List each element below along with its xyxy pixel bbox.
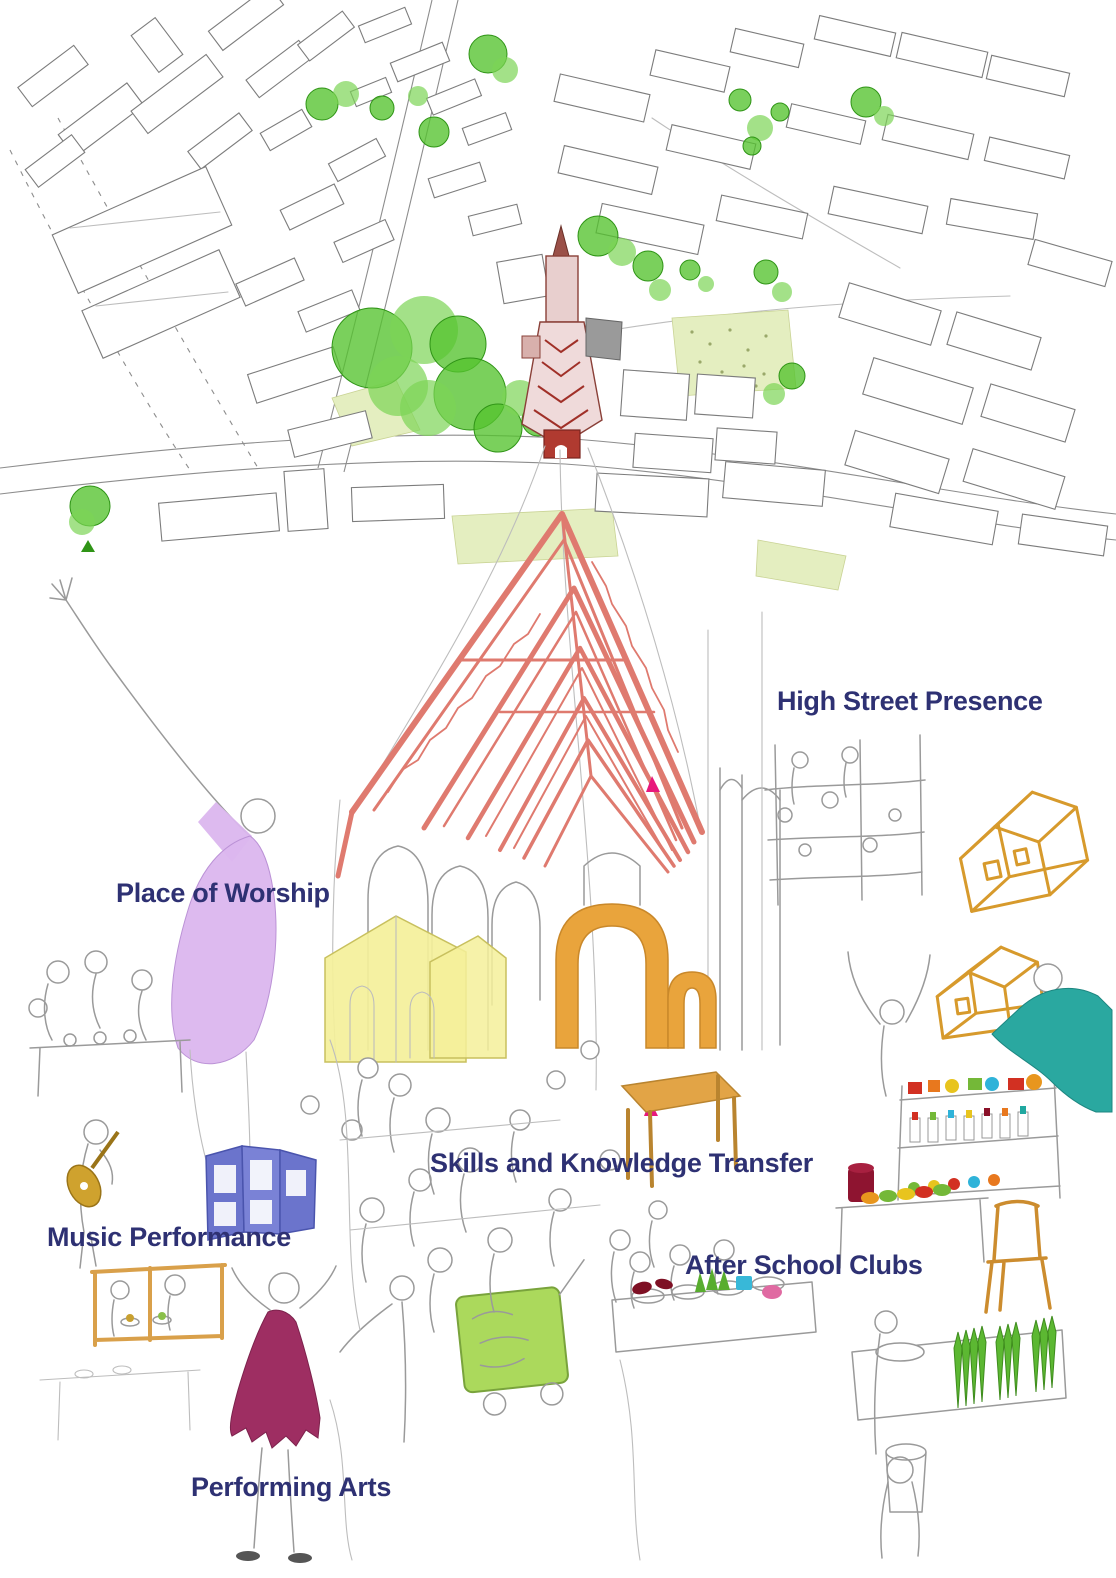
- green-trolley: [455, 1259, 585, 1416]
- nave-arches: [332, 611, 781, 1061]
- produce-table-scene: [835, 1163, 1052, 1314]
- blue-folding-screen: [205, 1145, 317, 1241]
- orange-chair: [984, 1199, 1052, 1314]
- high-street-market-sketch: [764, 734, 926, 906]
- activity-scenes: [28, 577, 1113, 1563]
- background-scribbles: [39, 1359, 641, 1561]
- orange-arcade: [555, 903, 717, 1049]
- after-school-table-scene: [611, 1239, 817, 1353]
- musician-figure: [66, 1119, 120, 1269]
- market-shelves: [895, 1074, 1061, 1201]
- buffet-table-scene: [851, 1310, 1067, 1559]
- central-crowd: [300, 1039, 668, 1443]
- label-performing-arts: Performing Arts: [191, 1472, 392, 1502]
- roof-trusses: [335, 511, 705, 879]
- left-stall-scene: [90, 1263, 227, 1347]
- dancer-figure: [229, 1265, 337, 1563]
- left-table-scene: [28, 950, 191, 1097]
- church-interior-sketch: [324, 511, 781, 1116]
- label-music-performance: Music Performance: [47, 1222, 291, 1252]
- teal-figure: [847, 951, 1113, 1113]
- label-place-of-worship: Place of Worship: [116, 878, 330, 908]
- aerial-map-sketch: [0, 0, 1116, 1091]
- guitar: [66, 1130, 120, 1208]
- yellow-chapel: [324, 915, 507, 1063]
- map-buildings: [17, 0, 1113, 557]
- map-church: [521, 224, 623, 459]
- label-skills-and-knowledge-transfer: Skills and Knowledge Transfer: [430, 1148, 813, 1178]
- workshop-table: [620, 1071, 742, 1188]
- label-after-school-clubs: After School Clubs: [685, 1250, 923, 1280]
- label-high-street-presence: High Street Presence: [777, 686, 1043, 716]
- worship-figure: [49, 577, 277, 1161]
